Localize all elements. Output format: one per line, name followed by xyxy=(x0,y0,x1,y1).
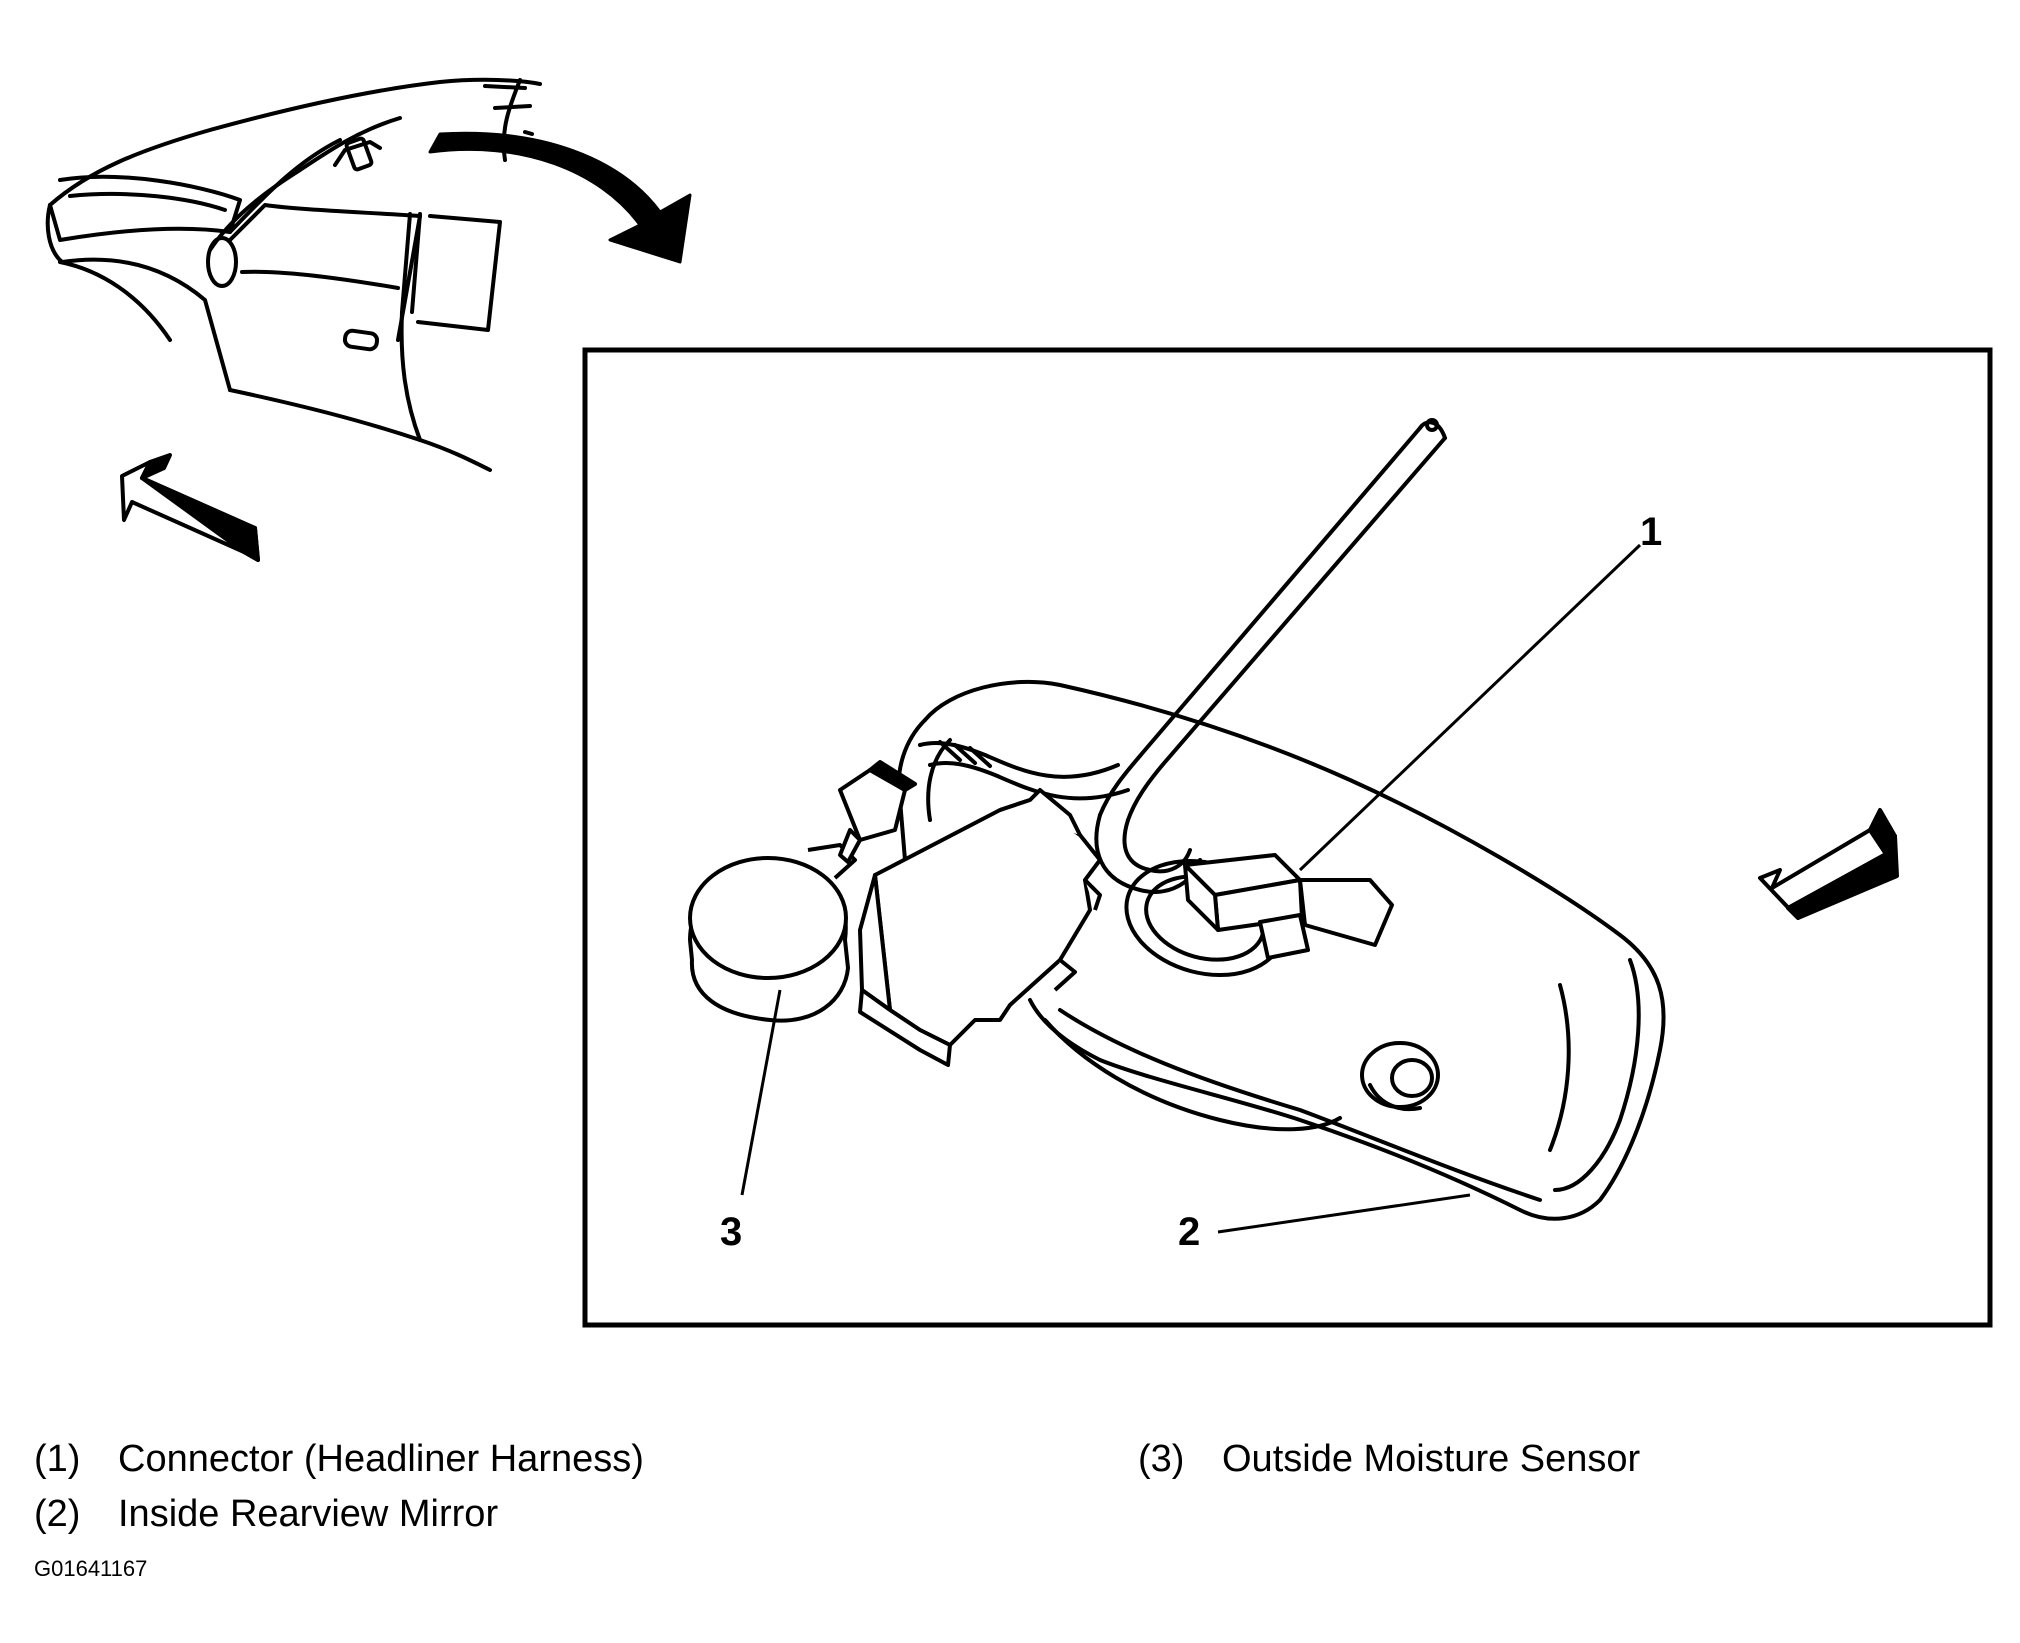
callout-3-label: 3 xyxy=(720,1210,742,1254)
legend-text: Inside Rearview Mirror xyxy=(118,1493,499,1535)
callout-lines xyxy=(740,543,1642,1234)
legend-number: (3) xyxy=(1138,1438,1185,1480)
callout-2-label: 2 xyxy=(1178,1210,1200,1254)
legend-number: (2) xyxy=(34,1493,81,1535)
mirror-module xyxy=(858,788,1102,1067)
headliner-connector xyxy=(1183,853,1394,960)
detail-frame xyxy=(582,347,1993,1328)
curved-arrow-icon xyxy=(428,131,692,264)
moisture-sensor xyxy=(688,760,917,1023)
vehicle-locator xyxy=(45,77,542,472)
legend-item-mirror: (2) Inside Rearview Mirror xyxy=(34,1492,498,1536)
figure-code: G01641167 xyxy=(34,1556,148,1581)
view-arrow-icon xyxy=(120,453,260,562)
legend-item-connector: (1) Connector (Headliner Harness) xyxy=(34,1437,644,1481)
view-arrow-icon xyxy=(1758,808,1899,920)
legend-text: Connector (Headliner Harness) xyxy=(118,1438,644,1480)
legend-item-moisture-sensor: (3) Outside Moisture Sensor xyxy=(1138,1437,1640,1481)
callout-labels: 1 3 2 xyxy=(720,510,1662,1254)
callout-1-label: 1 xyxy=(1640,510,1662,554)
headliner-harness-wire xyxy=(918,418,1447,894)
legend-number: (1) xyxy=(34,1438,81,1480)
legend-text: Outside Moisture Sensor xyxy=(1222,1438,1641,1480)
